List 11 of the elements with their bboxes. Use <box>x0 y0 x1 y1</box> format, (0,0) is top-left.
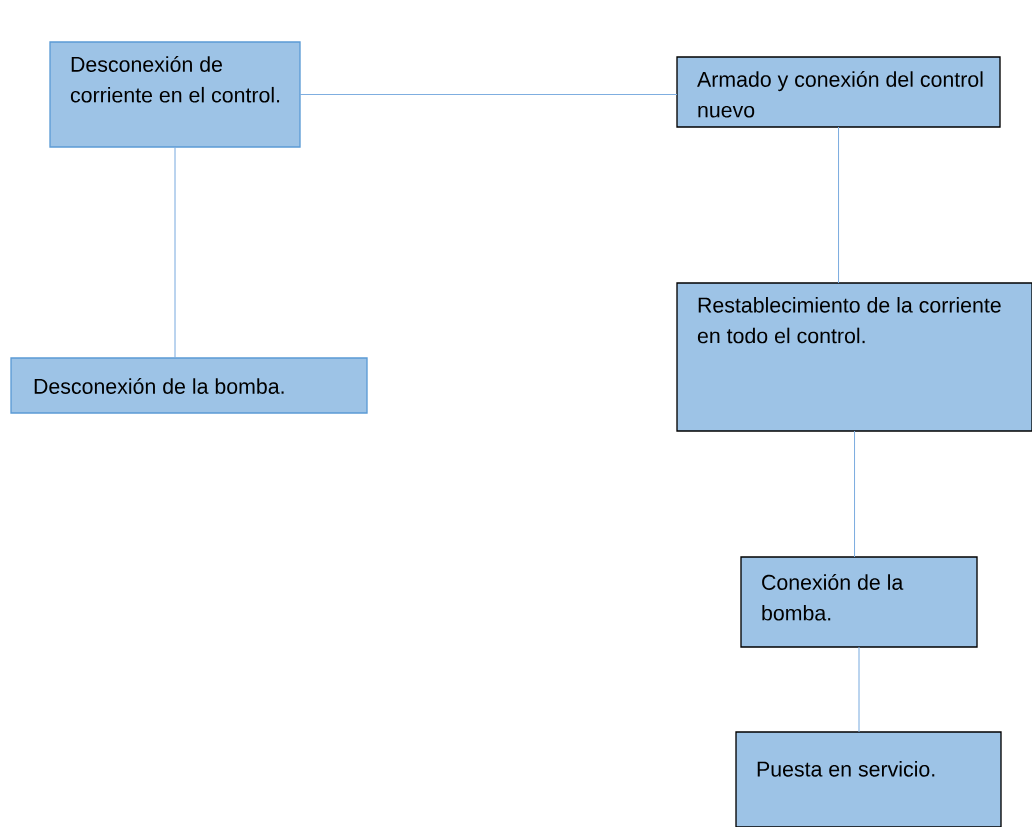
process-box: Desconexión de la bomba. <box>10 357 368 414</box>
connector-line <box>853 430 856 558</box>
connector-line <box>837 126 840 284</box>
process-box: Restablecimiento de la corriente en todo el control. <box>676 282 1032 432</box>
process-box: Armado y conexión del control nuevo <box>676 56 1001 128</box>
connector-line <box>174 146 176 359</box>
process-box: Conexión de la bomba. <box>740 556 978 648</box>
process-box: Puesta en servicio. <box>735 731 1002 827</box>
process-box: Desconexión de corriente en el control. <box>49 41 301 148</box>
connector-line <box>858 646 860 733</box>
connector-line <box>299 93 678 96</box>
